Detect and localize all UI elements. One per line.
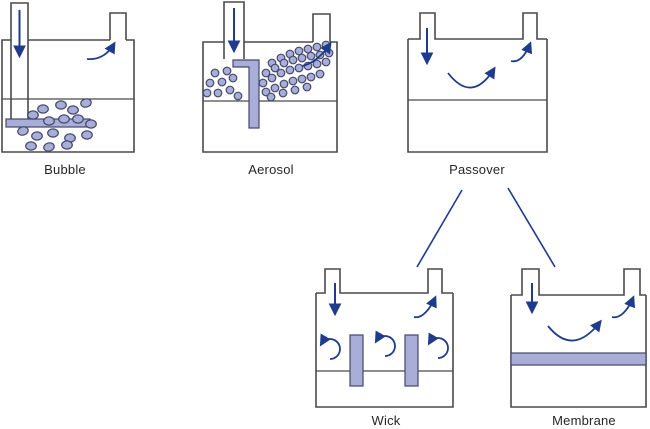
aerosol-droplet [258,78,268,88]
aerosol-droplet [210,68,220,78]
bubbles-group [17,98,97,152]
membrane-barrier [510,352,647,366]
aerosol-droplet [278,88,288,98]
aerosol-droplet [270,63,280,73]
aerosol-reservoir-outline [202,13,338,153]
aerosol-droplet [321,57,331,67]
membrane-humidifier-diagram [510,268,647,408]
wick-humidifier-diagram [315,268,454,408]
bubble-oval [25,141,37,151]
gas-outlet-arrow [510,41,533,63]
bubble-label: Bubble [44,162,86,177]
aerosol-droplet [270,83,280,93]
aerosol-droplet [312,59,322,69]
wick-reservoir-outline [315,268,454,408]
aerosol-droplet [202,88,212,98]
passover-reservoir-outline [407,12,548,153]
membrane-flow-arc [547,319,602,342]
aerosol-droplet [233,91,243,101]
bubble-oval [43,116,55,126]
aerosol-droplet [306,51,316,61]
gas-outlet-arrow [301,41,332,67]
bubble-oval [55,100,67,110]
aerosol-droplet [294,63,304,73]
aerosol-droplet [261,68,271,78]
bubble-oval [31,131,43,141]
aerosol-droplet [306,72,316,82]
passover-label: Passover [449,162,505,177]
aerosol-label: Aerosol [248,162,294,177]
wick-bar [349,334,364,387]
swirl-arrow [427,332,449,359]
aerosol-droplet [276,68,286,78]
bubble-oval [81,130,93,140]
gas-outlet-arrow [413,295,437,319]
aerosol-droplets-group [202,40,334,102]
aerosol-droplet [217,77,227,87]
wick-elements-group [349,334,419,387]
bubble-oval [17,126,29,136]
aerosol-droplet [297,53,307,63]
bubble-oval [61,140,73,150]
bubble-oval [85,119,97,129]
aerosol-droplet [213,88,223,98]
wick-label: Wick [371,413,401,428]
aerosol-droplet [285,65,295,75]
bubble-oval [58,114,70,124]
aerosol-droplet [279,79,289,89]
bubble-oval [67,105,79,115]
aerosol-baffle [232,59,260,129]
bubble-humidifier-diagram [1,2,135,153]
aerosol-droplet [288,76,298,86]
bubble-oval [27,110,39,120]
aerosol-droplet [312,42,322,52]
swirl-arrow [319,333,341,360]
aerosol-droplet [315,69,325,79]
aerosol-humidifier-diagram [202,1,338,153]
membrane-reservoir-outline [510,268,647,408]
aerosol-droplet [297,74,307,84]
bubble-oval [37,104,49,114]
gas-outlet-arrow [611,295,636,319]
aerosol-droplet [290,85,300,95]
membrane-label: Membrane [552,413,616,428]
aerosol-droplet [267,73,277,83]
aerosol-droplet [228,73,238,83]
aerosol-droplet [225,85,235,95]
evaporation-swirl-arrows [319,330,449,360]
connector-line [416,189,463,268]
bubble-oval [43,142,55,152]
passover-humidifier-diagram [407,12,548,153]
aerosol-droplet [266,92,276,102]
wick-bar [404,334,419,387]
connector-line [507,187,556,268]
bubble-reservoir-outline [1,12,135,153]
aerosol-droplet [222,66,232,76]
bubble-oval [47,128,59,138]
swirl-arrow [374,330,396,357]
bubble-oval [72,114,84,124]
aerosol-droplet [279,58,289,68]
aerosol-droplet [302,82,312,92]
passover-derivative-connectors [416,187,556,268]
gas-outlet-arrow [86,41,116,61]
aerosol-inlet-tube [223,1,245,59]
bubble-inlet-tube [10,2,29,120]
aerosol-droplet [205,78,215,88]
passover-flow-arc [447,66,496,89]
aerosol-droplet [288,55,298,65]
bubble-oval [80,98,92,108]
